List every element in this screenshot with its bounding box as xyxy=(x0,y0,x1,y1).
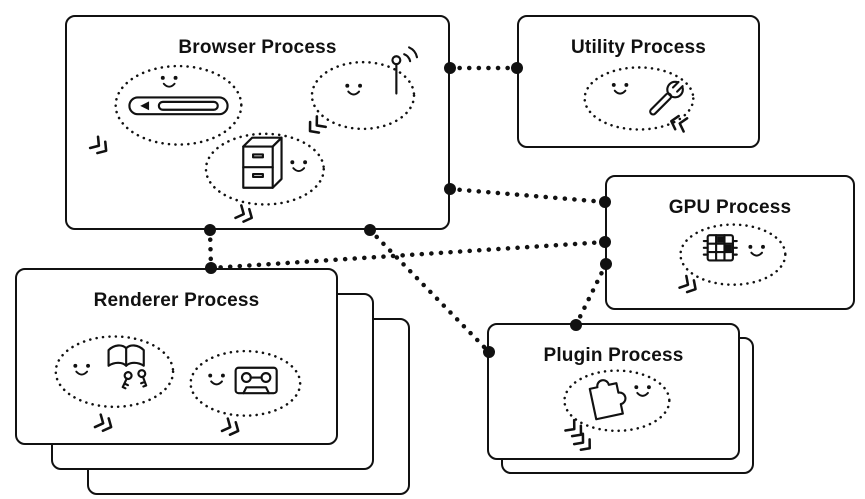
renderer-process-node: Renderer Process xyxy=(15,268,338,445)
file-cabinet-icon xyxy=(242,136,283,189)
cassette-icon xyxy=(234,366,278,395)
connector-plugin-gpu xyxy=(573,261,609,328)
chevron-arrows-icon xyxy=(572,432,596,455)
chevron-arrows-icon xyxy=(88,135,112,158)
smiley-face xyxy=(159,74,179,88)
process-blob xyxy=(54,335,175,409)
smiley-face xyxy=(72,362,91,376)
chevron-arrows-icon xyxy=(234,204,256,226)
utility-doodles xyxy=(583,66,695,133)
process-blob xyxy=(563,369,671,433)
process-blob xyxy=(310,60,416,131)
plugin-doodles xyxy=(563,369,671,455)
connector-browser-renderer xyxy=(207,227,214,271)
process-blob xyxy=(114,64,243,146)
renderer-process-title: Renderer Process xyxy=(93,290,260,311)
connector-renderer-gpu xyxy=(208,239,608,271)
antenna-icon xyxy=(391,46,419,95)
utility-process-node: Utility Process xyxy=(517,15,760,148)
gpu-process-title: GPU Process xyxy=(668,197,792,218)
smiley-face xyxy=(344,82,364,96)
utility-process-title: Utility Process xyxy=(571,37,706,58)
smiley-face xyxy=(207,372,226,386)
browser-process-node: Browser Process xyxy=(65,15,450,230)
browser-doodles xyxy=(88,46,419,226)
book-and-keys-icon xyxy=(107,344,148,390)
smiley-face xyxy=(747,243,766,257)
gpu-doodles xyxy=(678,223,787,297)
process-blob xyxy=(679,223,787,286)
browser-process-title: Browser Process xyxy=(178,37,337,58)
puzzle-piece-icon xyxy=(588,379,627,421)
gpu-chip-icon xyxy=(702,234,738,262)
process-blob xyxy=(583,66,695,131)
chevron-arrows-icon xyxy=(668,113,689,133)
renderer-doodles xyxy=(54,335,302,439)
plugin-process-node: Plugin Process xyxy=(487,323,740,460)
smiley-face xyxy=(289,159,309,173)
plugin-process-title: Plugin Process xyxy=(543,345,684,366)
chevron-arrows-icon xyxy=(93,413,116,435)
smiley-face xyxy=(610,81,630,95)
process-blob xyxy=(204,132,326,206)
connector-browser-gpu xyxy=(447,186,608,205)
smiley-face xyxy=(633,384,652,397)
chevron-arrows-icon xyxy=(220,417,243,439)
chevron-arrows-icon xyxy=(304,115,327,138)
gpu-process-node: GPU Process xyxy=(605,175,855,310)
browser-toolbar-icon xyxy=(128,96,229,116)
process-blob xyxy=(189,349,302,417)
wrench-icon xyxy=(649,80,685,116)
chevron-arrows-icon xyxy=(678,274,701,297)
